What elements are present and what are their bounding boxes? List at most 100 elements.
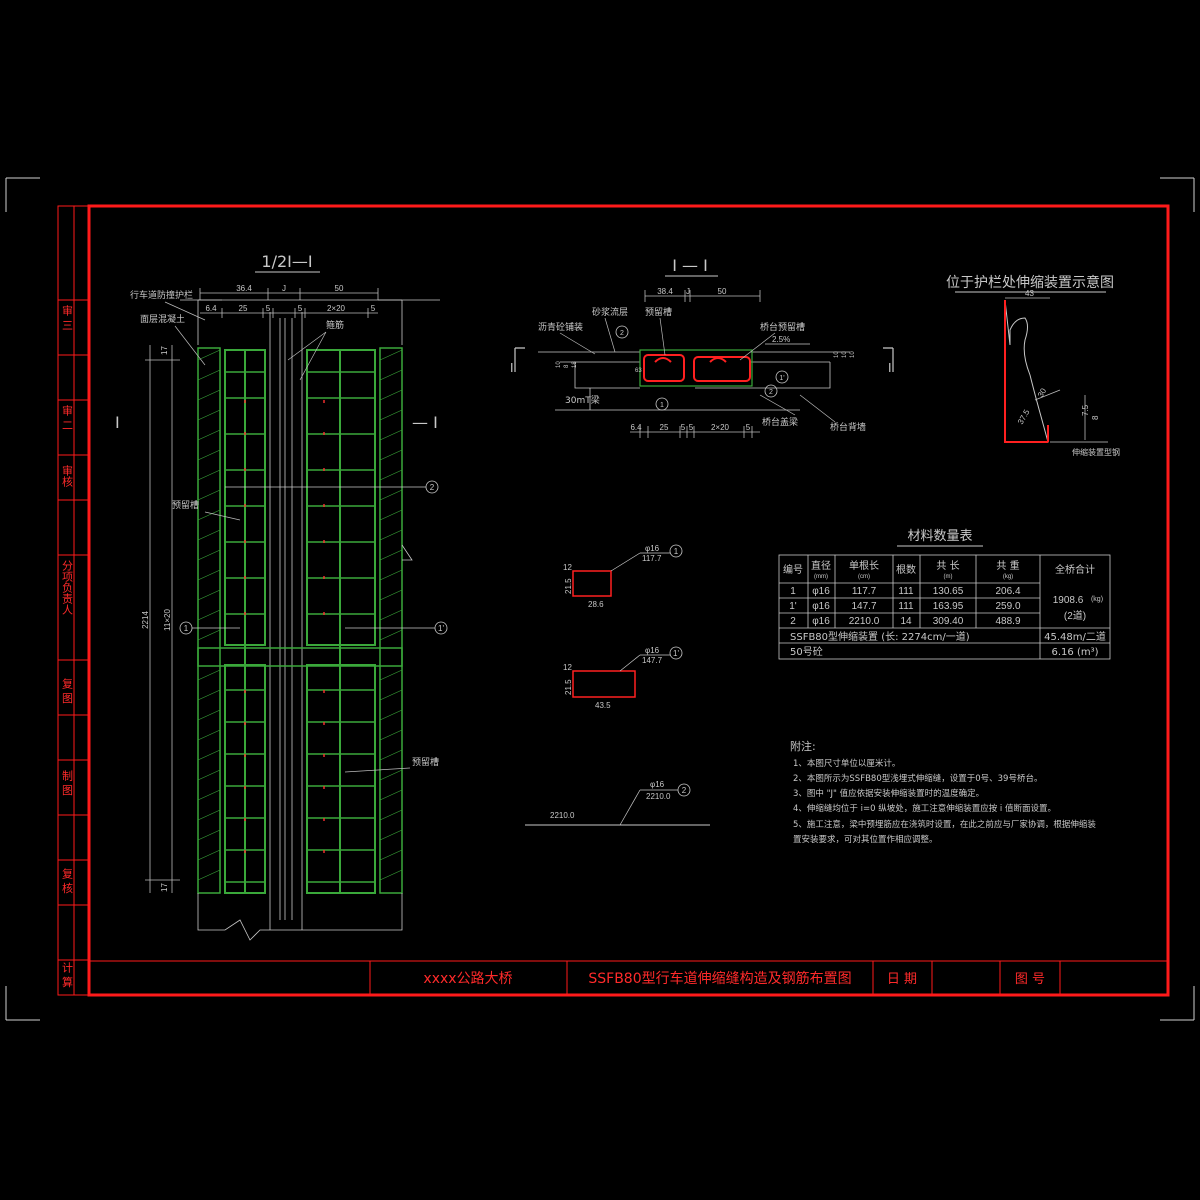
plan-red-ticks (244, 400, 325, 853)
notes-title: 附注: (790, 739, 816, 753)
number-label: 图 号 (1015, 972, 1045, 987)
table-cell: φ16 (812, 586, 830, 597)
plan-stirrups (225, 371, 375, 883)
table-total-value: 1908.6 (1053, 595, 1084, 606)
label-asphalt: 沥青砼铺装 (538, 321, 583, 333)
table-cell: 14 (900, 616, 912, 627)
sidebar-label: 审 三 (61, 304, 74, 331)
label-expansion-steel: 伸缩装置型钢 (1072, 447, 1120, 457)
table-title: 材料数量表 (907, 529, 972, 544)
bar-dia: φ16 (650, 780, 665, 789)
dim-label: 25 (239, 304, 248, 313)
sidebar-label: 制 图 (61, 770, 74, 796)
bar-len: 2210.0 (646, 792, 671, 801)
dim-label: 5 (746, 423, 751, 432)
dim-label: 5 (298, 304, 303, 313)
bar-h2: 21.5 (564, 679, 573, 695)
crop-marks (5, 177, 1195, 1021)
dim-label: 8 (564, 364, 570, 368)
bar-len: 147.7 (642, 656, 663, 665)
section-marker-right: Ⅰ (888, 361, 892, 375)
dim-label: 17 (160, 346, 169, 355)
bar-id: 1' (673, 649, 679, 658)
callout-label: 2 (430, 483, 435, 492)
dim-label: 5 (689, 423, 694, 432)
dim-label: 7.5 (1081, 404, 1090, 416)
sidebar-label: 审 二 (61, 404, 74, 431)
sidebar-label: 复 图 (61, 677, 74, 704)
bar-dia: φ16 (645, 646, 660, 655)
dim-label: 6.4 (630, 423, 642, 432)
table-header: 共 重 (996, 559, 1019, 572)
note-item: 3、图中 "J" 值应依据安装伸缩装置时的温度确定。 (793, 788, 984, 799)
plan-view-title: 1/2Ⅰ—Ⅰ (261, 252, 312, 271)
section-marker-left: Ⅰ (510, 361, 514, 375)
table-header: 单根长 (849, 559, 879, 572)
plan-joint (269, 312, 303, 930)
table-header: 共 长 (936, 560, 959, 572)
bar-1-shape (572, 570, 612, 597)
note-item: 4、伸缩缝均位于 i=0 纵坡处，施工注意伸缩装置应按 i 值断面设置。 (793, 803, 1056, 814)
label-t-beam: 30mT梁 (565, 394, 600, 406)
dim-label: 63 (635, 368, 642, 374)
dim-label: 25 (660, 423, 669, 432)
sidebar-label: 分项负责人 (61, 560, 74, 615)
bar-id: 1 (674, 547, 679, 556)
table-cell: 206.4 (995, 586, 1020, 597)
bar-w: 43.5 (595, 701, 611, 710)
dim-label: 30 (1036, 386, 1049, 399)
dim-label: 10 (556, 361, 562, 368)
callout-label: 1' (438, 624, 444, 633)
table-cell: 488.9 (995, 616, 1020, 627)
table-cell: 2210.0 (849, 616, 880, 627)
bar-h1: 12 (563, 663, 572, 672)
label-abutment-slot: 桥台预留槽 (760, 321, 805, 333)
table-header: 编号 (783, 563, 803, 576)
sidebar-label: 复 核 (61, 867, 74, 894)
table-cell: 2 (790, 616, 796, 627)
sidebar-label: 审核 (61, 464, 74, 488)
table-cell: 1' (789, 601, 797, 612)
dim-label: 43 (1025, 289, 1034, 298)
table-unit: (kg) (1003, 574, 1013, 580)
drawing-frame (87, 204, 1170, 997)
label-reserved-slot: 预留槽 (172, 499, 199, 511)
dim-label: 5 (681, 423, 686, 432)
note-item: 2、本图所示为SSFB80型浅埋式伸缩缝，设置于0号、39号桥台。 (793, 773, 1042, 784)
bar-shapes: φ16 117.7 1 12 21.5 28.6 φ16 147.7 1' 12… (525, 544, 710, 826)
table-device-row: SSFB80型伸缩装置 (长: 2274cm/一道) (790, 630, 970, 643)
dim-label: J (282, 284, 286, 293)
table-cell: 309.40 (933, 616, 964, 627)
table-cell: 259.0 (995, 601, 1020, 612)
table-unit: (mm) (814, 574, 828, 580)
table-cell: 163.95 (933, 601, 964, 612)
callout-label: 1 (660, 402, 664, 409)
table-total-note: (2道) (1064, 609, 1086, 622)
bar-id: 2 (682, 786, 687, 795)
dim-label: 2214 (141, 611, 150, 629)
callout-label: 1' (779, 375, 784, 382)
note-item: 置安装要求，可对其位置作相应调整。 (793, 834, 938, 845)
bar-total: 2210.0 (550, 811, 575, 820)
plan-walls (197, 347, 403, 894)
plan-view: 1/2Ⅰ—Ⅰ 36.4 J 50 6.4 25 5 5 2×20 5 (115, 252, 448, 941)
table-concrete-row: 50号砼 (790, 645, 823, 658)
bar-h2: 21.5 (564, 578, 573, 594)
table-unit: (cm) (858, 574, 870, 580)
table-header: 根数 (896, 563, 916, 576)
bar-w: 28.6 (588, 600, 604, 609)
table-cell: 147.7 (851, 601, 876, 612)
sidebar-label: 计 算 (61, 962, 74, 988)
date-label: 日 期 (887, 972, 917, 987)
table-device-value: 45.48m/二道 (1044, 630, 1106, 643)
table-cell: 111 (898, 586, 914, 597)
project-name: xxxx公路大桥 (423, 971, 512, 987)
dim-label: 36.4 (236, 284, 252, 293)
table-total-unit: (kg) (1091, 596, 1103, 603)
section-marker-right: — Ⅰ (412, 413, 438, 432)
notes: 附注: 1、本图尺寸单位以厘米计。 2、本图所示为SSFB80型浅埋式伸缩缝，设… (790, 739, 1096, 845)
note-item: 1、本图尺寸单位以厘米计。 (793, 758, 900, 769)
dim-label: 17 (160, 883, 169, 892)
dim-label: J (686, 287, 690, 296)
dim-label: 50 (335, 284, 344, 293)
